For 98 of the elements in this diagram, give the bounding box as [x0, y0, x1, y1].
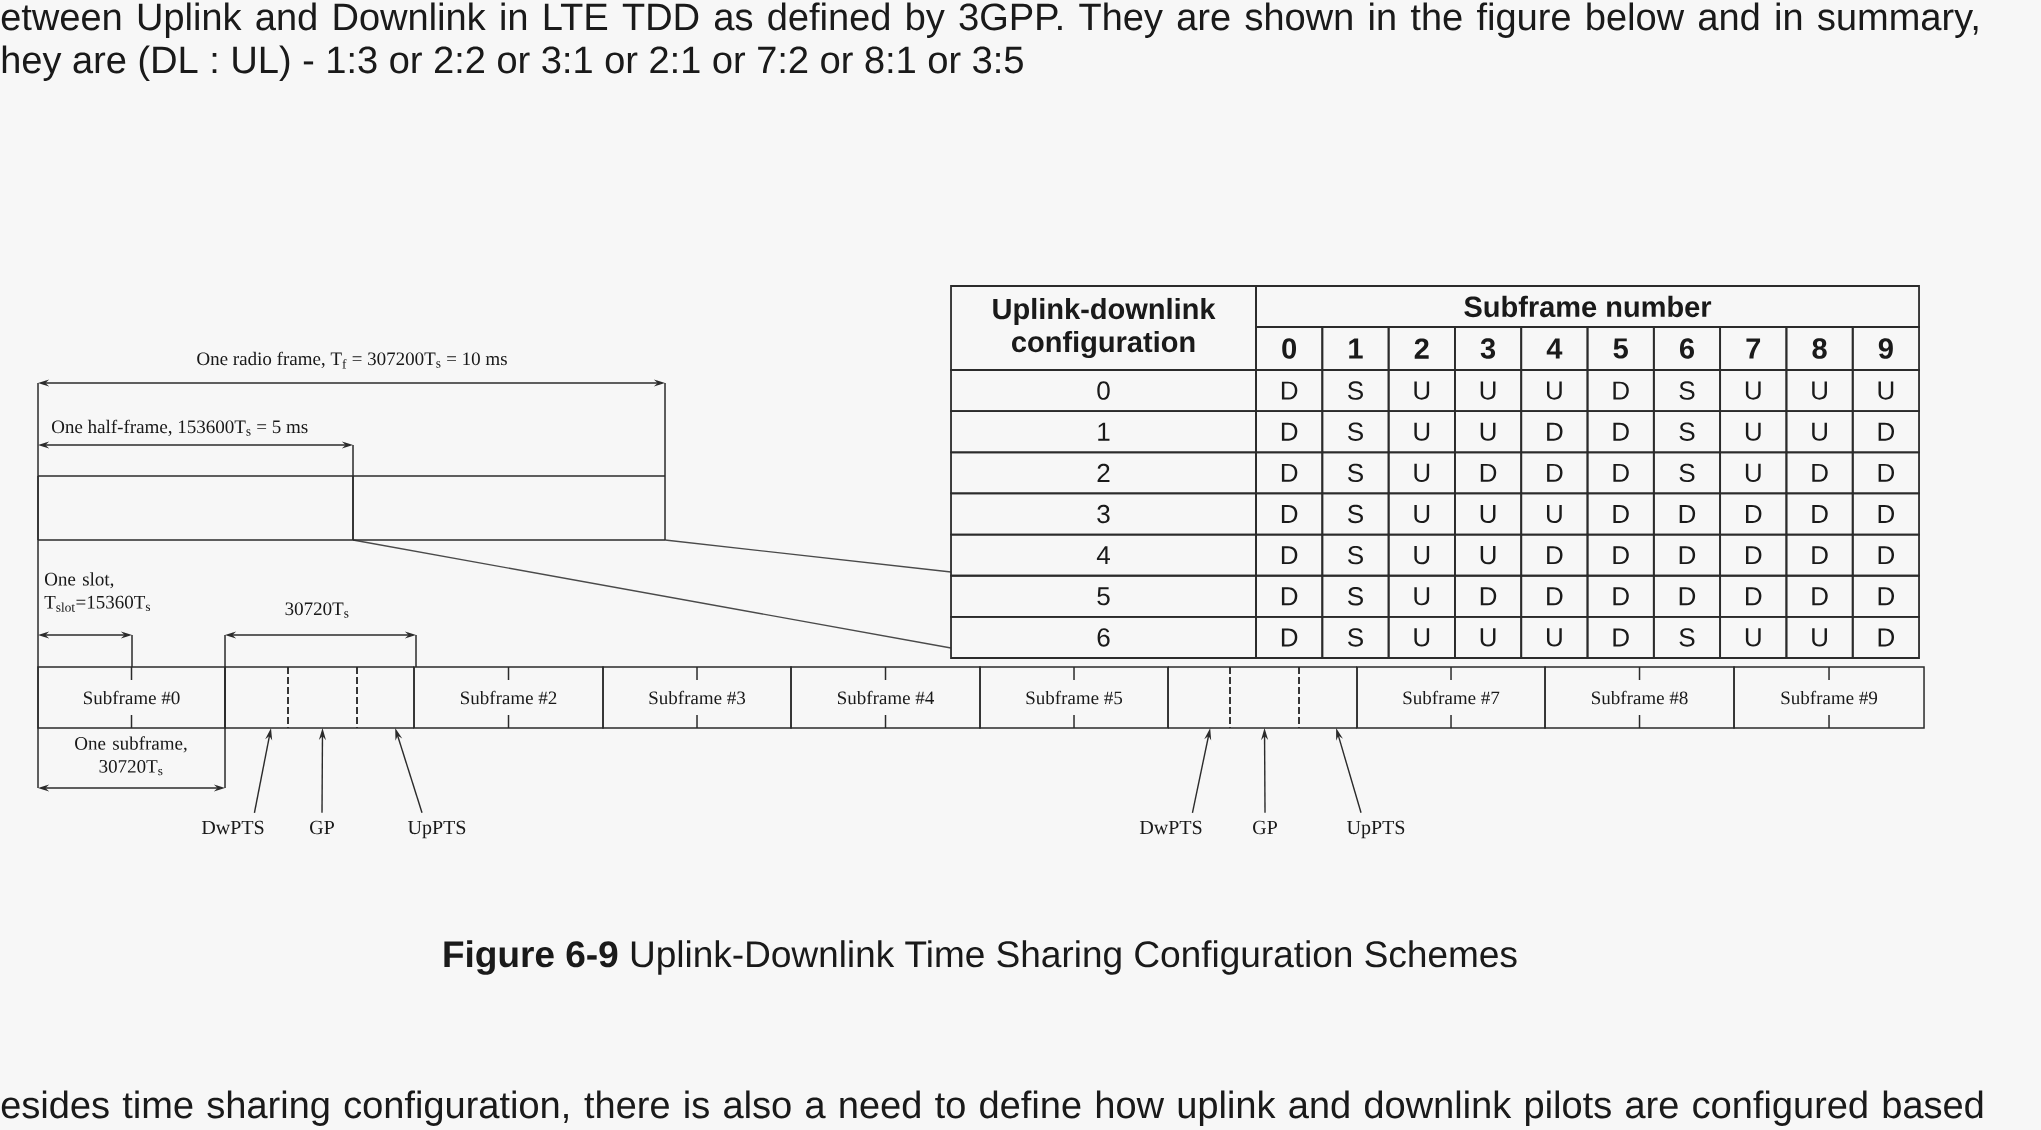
table-cell: D: [1454, 574, 1523, 618]
table-cell: D: [1255, 369, 1324, 413]
table-cell: 6: [950, 615, 1257, 659]
table-cell: D: [1785, 492, 1854, 536]
table-cell: D: [1520, 451, 1589, 495]
table-cell: S: [1321, 574, 1390, 618]
table-cell: U: [1454, 410, 1523, 454]
table-cell: D: [1520, 533, 1589, 577]
table-cell: U: [1520, 615, 1589, 659]
table-cell: S: [1321, 615, 1390, 659]
table-header: 9: [1851, 326, 1920, 371]
table-cell: D: [1255, 533, 1324, 577]
table-cell: U: [1719, 451, 1788, 495]
table-cell: U: [1785, 615, 1854, 659]
table-cell: D: [1851, 492, 1920, 536]
figure-caption: Figure 6-9 Uplink-Downlink Time Sharing Configuration Schemes: [444, 940, 1517, 975]
table-header: 8: [1785, 326, 1854, 371]
table-cell: 0: [950, 369, 1257, 413]
table-cell: D: [1255, 451, 1324, 495]
table-cell: D: [1785, 533, 1854, 577]
table-header: Uplink-downlink configuration: [950, 285, 1257, 371]
table-cell: U: [1454, 533, 1523, 577]
table-cell: U: [1387, 451, 1456, 495]
table-cell: U: [1520, 492, 1589, 536]
table-cell: 4: [950, 533, 1257, 577]
table-cell: D: [1586, 410, 1655, 454]
table-cell: 2: [950, 451, 1257, 495]
table-cell: S: [1321, 533, 1390, 577]
table-cell: D: [1586, 369, 1655, 413]
table-cell: D: [1719, 574, 1788, 618]
table-cell: U: [1785, 369, 1854, 413]
table-cell: U: [1387, 574, 1456, 618]
table-header: 6: [1652, 326, 1721, 371]
table-cell: D: [1851, 451, 1920, 495]
dimension-label: One subframe, 30720T$_{s}$: [75, 736, 187, 776]
table-cell: S: [1652, 410, 1721, 454]
table-cell: U: [1387, 492, 1456, 536]
body-text: etween Uplink and Downlink in LTE TDD as defined by 3GPP. They are shown in the figure below and in summary,: [1, 2, 1978, 38]
table-header: 2: [1387, 326, 1456, 371]
table-cell: D: [1454, 451, 1523, 495]
table-cell: D: [1520, 574, 1589, 618]
table-cell: U: [1785, 410, 1854, 454]
table-cell: D: [1255, 492, 1324, 536]
table-cell: D: [1586, 574, 1655, 618]
table-cell: D: [1255, 615, 1324, 659]
dimension-label: One slot, T$_{slot}$=15360T$_{s}$: [44, 572, 151, 612]
table-cell: S: [1321, 451, 1390, 495]
table-cell: D: [1652, 492, 1721, 536]
table-cell: 1: [950, 410, 1257, 454]
table-cell: D: [1255, 410, 1324, 454]
table-cell: U: [1719, 369, 1788, 413]
table-cell: U: [1719, 615, 1788, 659]
body-text: esides time sharing configuration, there is also a need to define how uplink and downlink pilots are configured based: [1, 1090, 1983, 1126]
table-header: 1: [1321, 326, 1390, 371]
table-cell: D: [1851, 574, 1920, 618]
table-cell: U: [1520, 369, 1589, 413]
table-cell: D: [1719, 533, 1788, 577]
dimension-label: One half-frame, 153600T$_{s}$ = 5 ms: [52, 419, 308, 436]
table-cell: U: [1454, 615, 1523, 659]
table-cell: S: [1652, 451, 1721, 495]
table-header: 4: [1520, 326, 1589, 371]
table-header: 0: [1255, 326, 1324, 371]
table-cell: U: [1387, 410, 1456, 454]
table-cell: D: [1785, 574, 1854, 618]
table-header: Subframe number: [1255, 285, 1920, 328]
table-cell: D: [1586, 615, 1655, 659]
table-cell: U: [1719, 410, 1788, 454]
table-cell: 5: [950, 574, 1257, 618]
table-header: 5: [1586, 326, 1655, 371]
table-cell: U: [1851, 369, 1920, 413]
table-cell: U: [1387, 533, 1456, 577]
dimension-label: 30720T$_{s}$: [285, 602, 349, 618]
table-cell: U: [1454, 492, 1523, 536]
table-header: 3: [1454, 326, 1523, 371]
table-cell: S: [1321, 369, 1390, 413]
table-cell: D: [1586, 492, 1655, 536]
table-cell: D: [1652, 574, 1721, 618]
table-cell: D: [1520, 410, 1589, 454]
table-cell: D: [1785, 451, 1854, 495]
table-cell: D: [1851, 410, 1920, 454]
table-cell: S: [1652, 615, 1721, 659]
table-cell: S: [1321, 410, 1390, 454]
dimension-label: One radio frame, T$_{f}$ = 307200T$_{s}$ = 10 ms: [197, 351, 507, 369]
table-cell: D: [1851, 533, 1920, 577]
table-header: 7: [1719, 326, 1788, 371]
table-cell: 3: [950, 492, 1257, 536]
table-cell: D: [1719, 492, 1788, 536]
table-cell: D: [1586, 451, 1655, 495]
table-cell: U: [1387, 615, 1456, 659]
table-cell: D: [1255, 574, 1324, 618]
table-cell: S: [1321, 492, 1390, 536]
table-cell: D: [1586, 533, 1655, 577]
table-cell: S: [1652, 369, 1721, 413]
body-text: hey are (DL : UL) - 1:3 or 2:2 or 3:1 or 2:1 or 7:2 or 8:1 or 3:5: [2, 45, 1023, 81]
table-cell: U: [1387, 369, 1456, 413]
table-cell: D: [1652, 533, 1721, 577]
table-cell: U: [1454, 369, 1523, 413]
table-cell: D: [1851, 615, 1920, 659]
